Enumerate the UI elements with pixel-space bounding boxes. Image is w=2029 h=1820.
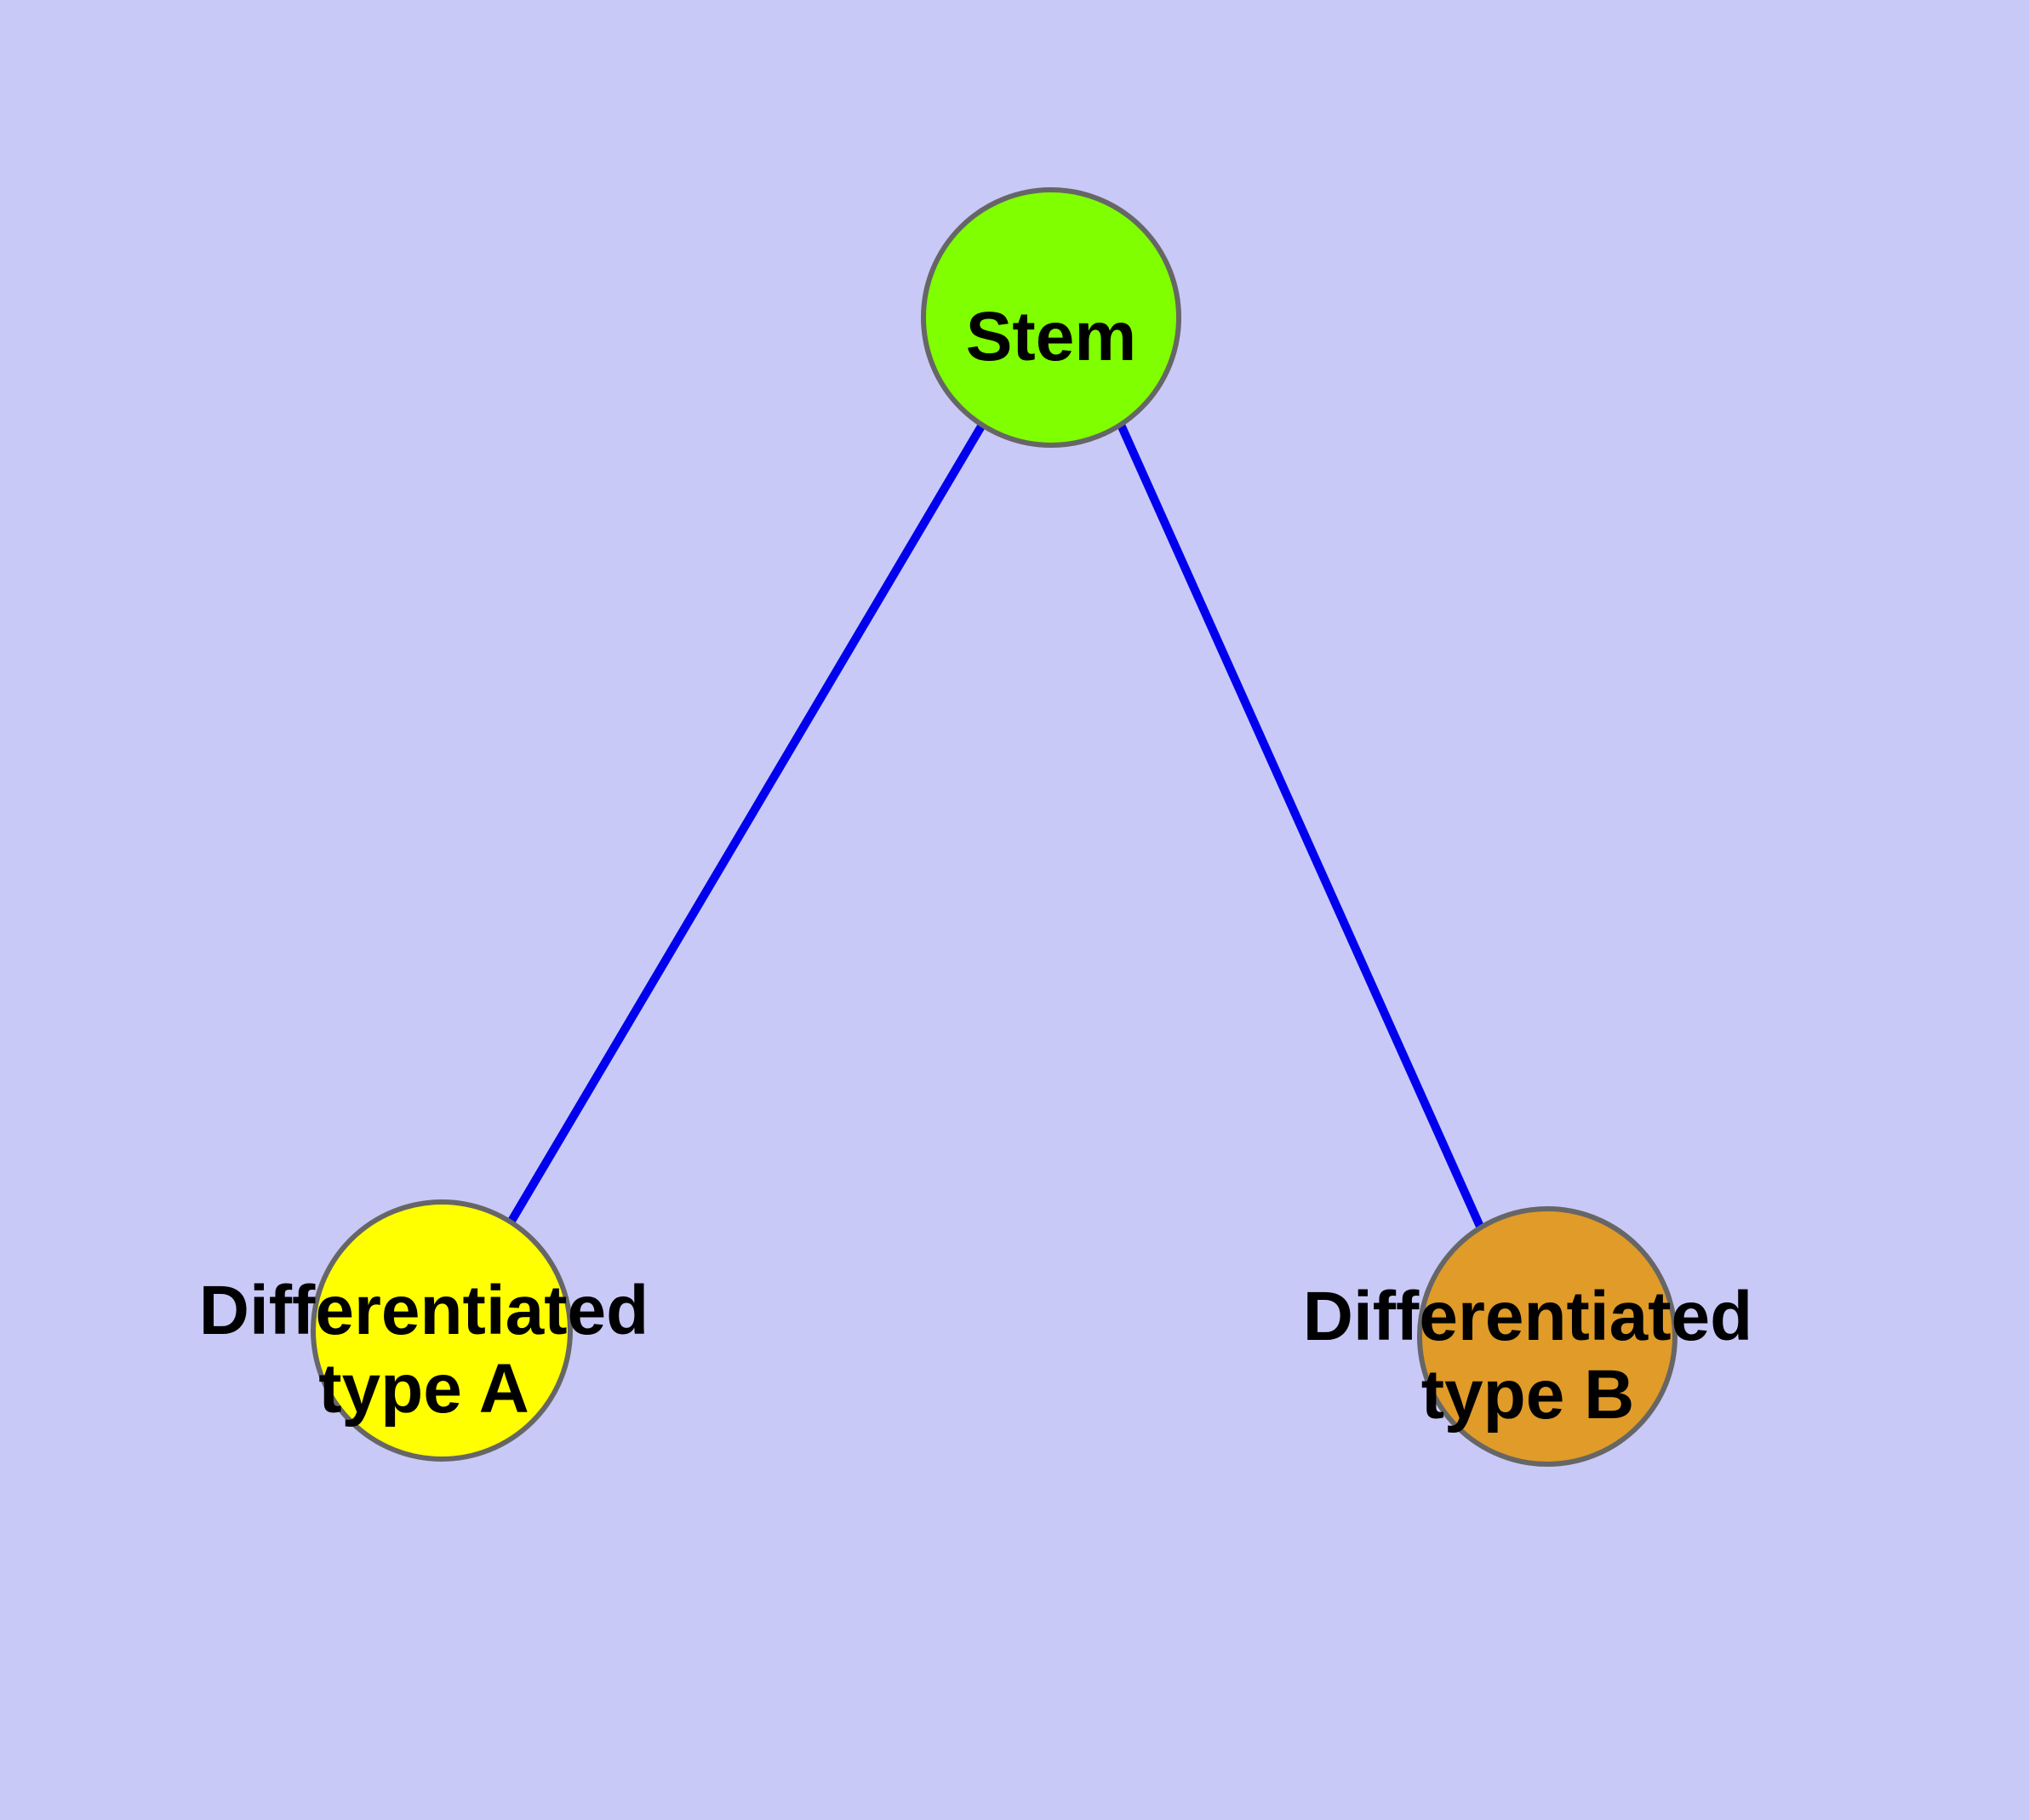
node-circle-diff-type-b[interactable] (1417, 1206, 1677, 1467)
graph-edge-stem-to-a[interactable] (506, 422, 986, 1225)
node-label-line: type A (318, 1350, 529, 1428)
node-label-stem: Stem (966, 298, 1137, 375)
node-label-line: Differentiated (1303, 1278, 1753, 1355)
node-label-line: type B (1421, 1356, 1635, 1434)
edges-layer (506, 422, 1485, 1231)
node-circle-stem[interactable] (921, 187, 1181, 448)
graph-edge-stem-to-b[interactable] (1117, 422, 1485, 1231)
node-label-line: Differentiated (199, 1272, 649, 1349)
graph-node-stem[interactable]: Stem (921, 187, 1181, 448)
node-label-line: Stem (966, 298, 1137, 375)
node-circle-diff-type-a[interactable] (311, 1199, 573, 1462)
